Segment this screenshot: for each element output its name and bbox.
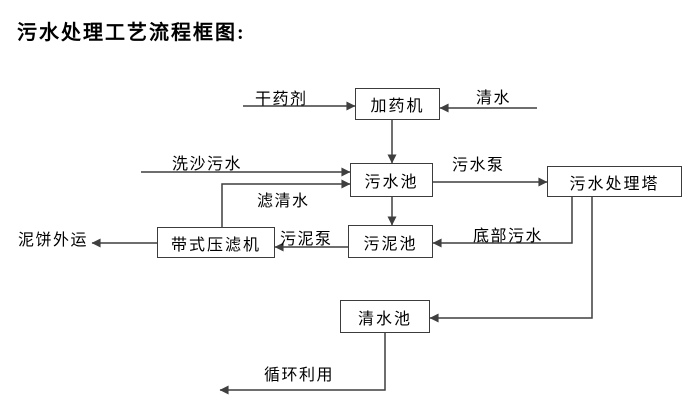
label-dry-agent: 干药剂 [255, 91, 308, 108]
label-bottom-sewage: 底部污水 [473, 228, 544, 245]
node-belt-filter-press: 带式压滤机 [157, 227, 275, 258]
page-title: 污水处理工艺流程框图: [17, 22, 246, 44]
node-sewage-pool: 污水池 [350, 163, 433, 197]
node-dosing-machine: 加药机 [355, 88, 440, 120]
label-sand-washing-sewage: 洗沙污水 [172, 156, 243, 173]
arrow-recycle-use [219, 333, 386, 395]
node-clean-water-pool: 清水池 [340, 300, 430, 333]
arrow-bottom-sewage-to-sludge-pool [432, 197, 573, 248]
label-sludge-pump: 污泥泵 [280, 231, 333, 248]
label-recycle-use: 循环利用 [264, 367, 335, 384]
label-filtered-water: 滤清水 [257, 193, 310, 210]
node-sewage-treatment-tower: 污水处理塔 [547, 166, 682, 197]
label-clean-water: 清水 [476, 90, 512, 107]
label-mud-cake-outbound: 泥饼外运 [18, 232, 89, 249]
arrow-tower-to-clean-water-pool [429, 197, 593, 323]
label-sewage-pump: 污水泵 [452, 157, 505, 174]
node-sludge-pool: 污泥池 [348, 225, 433, 258]
arrow-filtered-water-to-sewage-pool [221, 179, 351, 227]
